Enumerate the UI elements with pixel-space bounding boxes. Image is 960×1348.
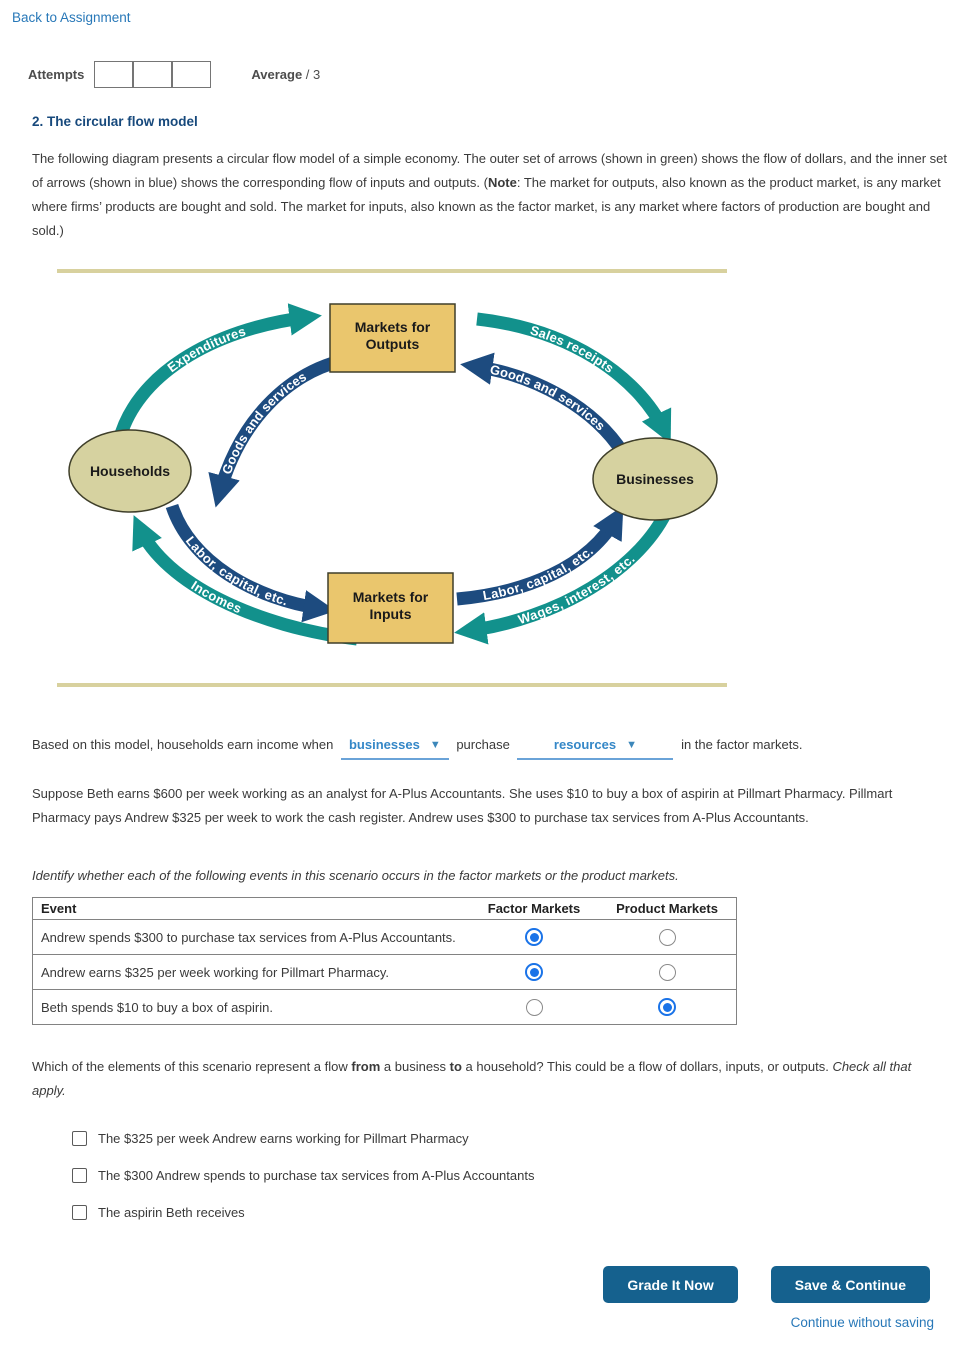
dropdown-arrow-icon [626,740,637,751]
checkbox-label: The aspirin Beth receives [98,1205,245,1220]
header-factor-markets: Factor Markets [487,901,581,916]
goods-services-left-arrow [208,354,342,508]
circular-flow-diagram: Expenditures Goods and services Sales re… [57,269,727,690]
checkbox-label: The $325 per week Andrew earns working f… [98,1131,469,1146]
checkbox-label: The $300 Andrew spends to purchase tax s… [98,1168,535,1183]
table-instruction: Identify whether each of the following e… [32,868,679,883]
continue-without-saving-link[interactable]: Continue without saving [790,1315,934,1330]
attempts-label: Attempts [28,67,85,82]
product-radio[interactable] [658,998,676,1016]
goods-services-right-label: Goods and services [489,362,609,434]
product-radio[interactable] [658,963,676,981]
save-continue-button[interactable]: Save & Continue [770,1266,930,1303]
table-row: Andrew spends $300 to purchase tax servi… [32,919,737,955]
wages-arrow [454,503,675,645]
sales-receipts-label: Sales receipts [528,322,616,375]
checkbox[interactable] [72,1131,87,1146]
expenditures-arrow [112,303,322,443]
dropdown-businesses[interactable]: businesses [340,734,449,760]
checklist: The $325 per week Andrew earns working f… [72,1131,960,1220]
table-header-row: Event Factor Markets Product Markets [33,898,737,920]
header-product-markets: Product Markets [616,901,718,916]
events-table: Event Factor Markets Product Markets And… [32,897,737,1025]
intro-paragraph: The following diagram presents a circula… [32,151,948,238]
table-row: Beth spends $10 to buy a box of aspirin. [32,989,737,1025]
fill-in-sentence: Based on this model, households earn inc… [32,734,960,760]
back-to-assignment-link[interactable]: Back to Assignment [12,10,131,25]
grade-it-now-button[interactable]: Grade It Now [603,1266,738,1303]
labor-left-arrow [165,503,336,623]
checkbox[interactable] [72,1168,87,1183]
attempts-boxes [94,61,212,88]
svg-text:Goods and services: Goods and services [489,362,609,434]
event-text: Andrew earns $325 per week working for P… [32,954,470,990]
average-score: Average / 3 [251,67,321,82]
svg-text:Goods and services: Goods and services [219,369,309,477]
checklist-option[interactable]: The $325 per week Andrew earns working f… [72,1131,960,1146]
diagram-top-divider [57,269,727,273]
dropdown-resources[interactable]: resources [517,734,674,760]
product-radio[interactable] [658,928,676,946]
scenario-paragraph: Suppose Beth earns $600 per week working… [32,786,893,825]
labor-right-arrow [456,505,624,606]
svg-text:Sales receipts: Sales receipts [528,322,616,375]
attempts-row: Attempts Average / 3 [28,61,960,88]
footer-buttons: Grade It Now Save & Continue [0,1266,930,1303]
households-ellipse [68,429,192,513]
page-title: 2. The circular flow model [32,114,198,129]
note-bold: Note [487,175,517,190]
header-event: Event [41,901,77,916]
checklist-question: Which of the elements of this scenario r… [32,1059,912,1098]
dropdown-arrow-icon [430,740,441,751]
attempts-cell-2 [132,62,172,87]
svg-text:Labor, capital, etc.: Labor, capital, etc. [183,533,290,608]
factor-radio[interactable] [525,998,543,1016]
table-row: Andrew earns $325 per week working for P… [32,954,737,990]
checklist-option[interactable]: The $300 Andrew spends to purchase tax s… [72,1168,960,1183]
incomes-arrow [132,515,358,646]
markets-for-inputs-box [327,572,454,644]
labor-left-label: Labor, capital, etc. [183,533,290,608]
households-label: Households [90,463,170,479]
diagram-bottom-divider [57,683,727,687]
businesses-ellipse [592,437,718,521]
factor-radio[interactable] [525,963,543,981]
attempts-cell-3 [171,62,211,87]
checklist-option[interactable]: The aspirin Beth receives [72,1205,960,1220]
markets-for-outputs-box [329,303,456,373]
expenditures-label: Expenditures [164,323,247,375]
businesses-label: Businesses [616,471,694,487]
factor-radio[interactable] [525,928,543,946]
goods-services-right-arrow [460,352,629,457]
attempts-cell-1 [95,62,133,87]
event-text: Andrew spends $300 to purchase tax servi… [32,919,470,955]
sales-receipts-arrow [476,312,672,444]
checkbox[interactable] [72,1205,87,1220]
svg-text:Expenditures: Expenditures [164,323,247,375]
event-text: Beth spends $10 to buy a box of aspirin. [32,989,470,1025]
goods-services-left-label: Goods and services [219,369,309,477]
